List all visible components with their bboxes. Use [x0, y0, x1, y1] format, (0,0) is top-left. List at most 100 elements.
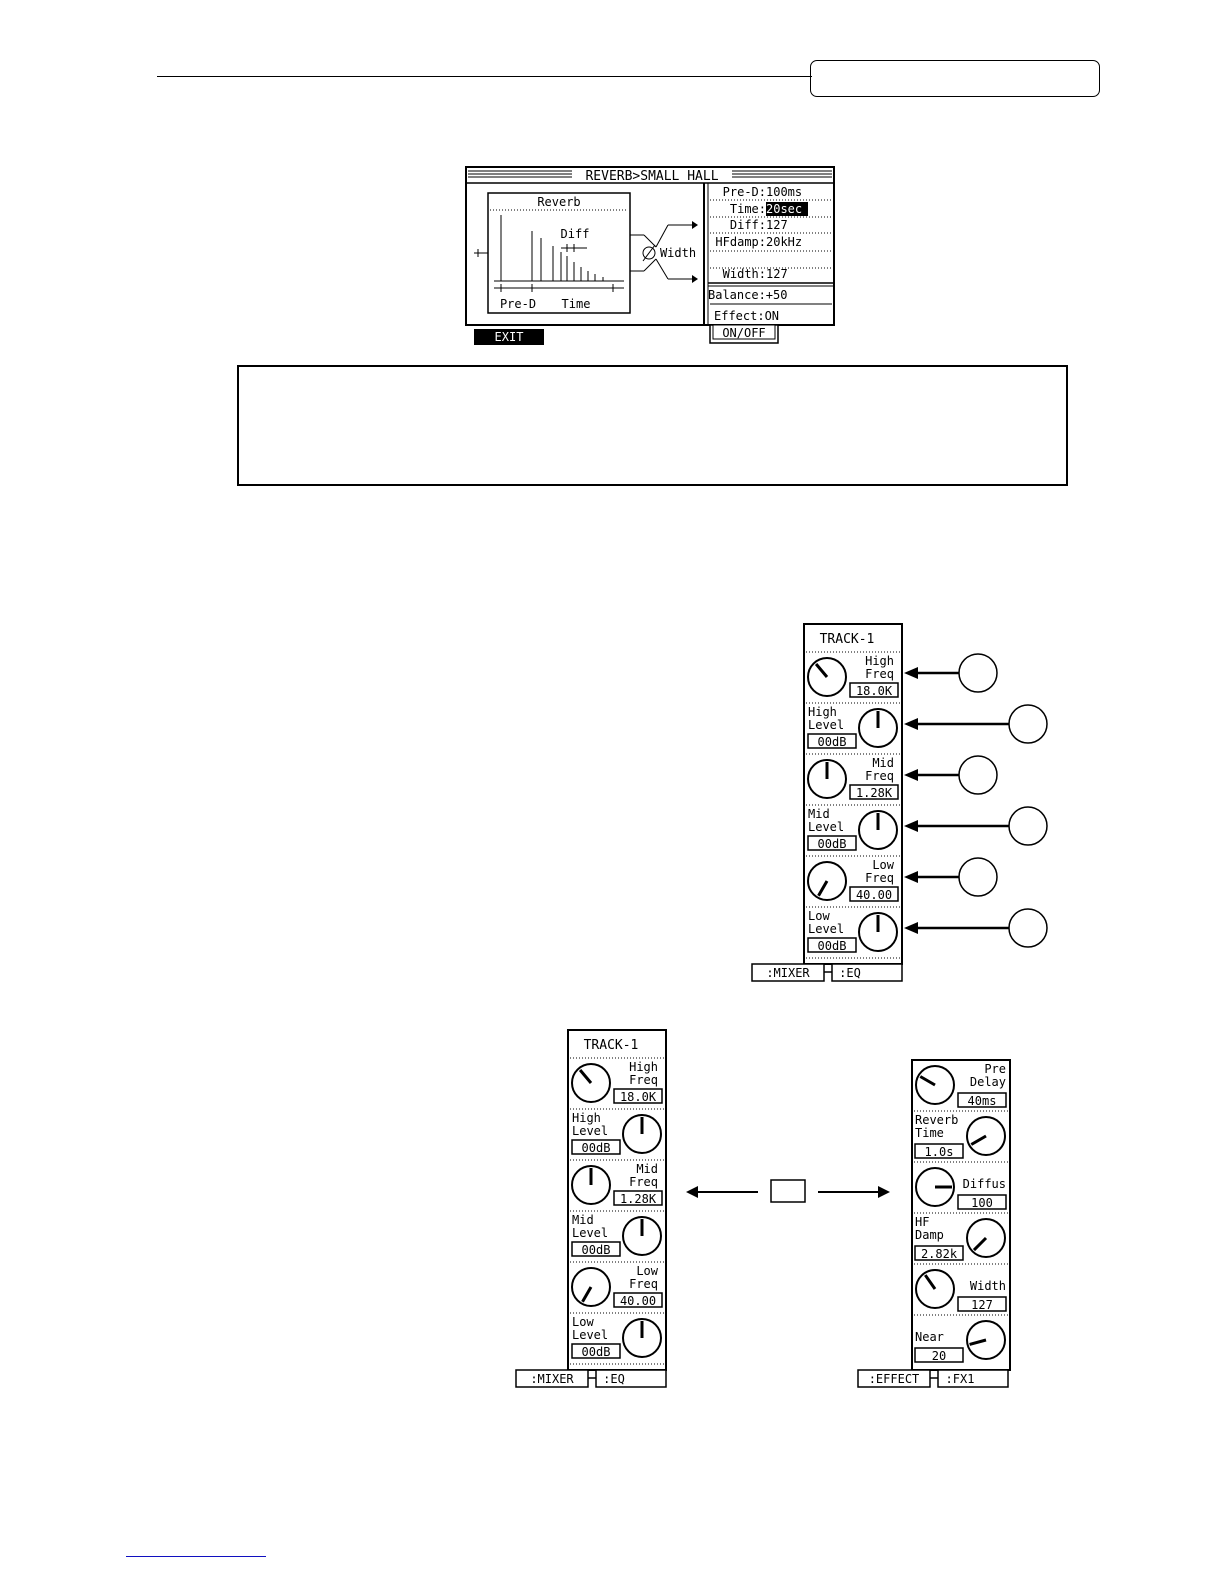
fx-label: HF — [915, 1215, 929, 1229]
title-bar-lines — [468, 170, 832, 178]
fx-row-4: Width 127 — [915, 1269, 1007, 1312]
eq-bottom-tab-eq[interactable]: :EQ — [588, 1369, 667, 1388]
eq-bottom-knob-0[interactable] — [571, 1063, 611, 1103]
eq-label: Freq — [629, 1073, 658, 1087]
eq-bottom-knob-3[interactable] — [622, 1216, 662, 1256]
param-pred-value[interactable]: 100ms — [766, 185, 802, 199]
eq-bottom-value-4[interactable]: 40.00 — [620, 1294, 656, 1308]
eq-top-value-1[interactable]: 00dB — [818, 735, 847, 749]
fx-knob-5[interactable] — [966, 1320, 1006, 1360]
fx-label: Width — [970, 1279, 1006, 1293]
eq-label: Level — [572, 1124, 608, 1138]
eq-label: Low — [572, 1315, 594, 1329]
eq-top-value-2[interactable]: 1.28K — [856, 786, 893, 800]
eq-bottom-knob-2[interactable] — [571, 1165, 611, 1205]
eq-track-title: TRACK-1 — [584, 1038, 639, 1053]
param-width-value[interactable]: 127 — [766, 267, 788, 281]
footer-link-underline[interactable] — [126, 1556, 266, 1557]
fx-value-5[interactable]: 20 — [932, 1349, 946, 1363]
tab-label: :EFFECT — [869, 1372, 920, 1386]
fx-tab-fx1[interactable]: :FX1 — [930, 1369, 1009, 1388]
eq-bottom-value-2[interactable]: 1.28K — [620, 1192, 657, 1206]
eq-top-knob-1[interactable] — [858, 708, 898, 748]
eq-bottom-value-5[interactable]: 00dB — [582, 1345, 611, 1359]
exit-button-label: EXIT — [495, 330, 524, 344]
param-width-label: Width: — [723, 267, 766, 281]
balance-value[interactable]: Balance:+50 — [708, 288, 787, 302]
param-pred-label: Pre-D: — [723, 185, 766, 199]
center-key-box — [770, 1179, 806, 1203]
fx-knob-3[interactable] — [966, 1218, 1006, 1258]
eq-top-knob-3[interactable] — [858, 810, 898, 850]
effect-value[interactable]: Effect:ON — [714, 309, 779, 323]
eq-top-knob-0[interactable] — [807, 657, 847, 697]
eq-label: High — [865, 654, 894, 668]
reverb-lcd-screen: REVERB>SMALL HALL Reverb Diff Pre-D Time — [465, 166, 835, 345]
diagram-title: Reverb — [537, 195, 580, 209]
exit-button[interactable]: EXIT — [474, 329, 544, 345]
eq-top-tab-eq[interactable]: :EQ — [824, 963, 903, 982]
eq-label: Mid — [636, 1162, 658, 1176]
eq-label: Mid — [872, 756, 894, 770]
eq-label: Level — [572, 1226, 608, 1240]
callout-1 — [904, 653, 998, 693]
eq-bottom-tab-mixer[interactable]: :MIXER — [515, 1369, 589, 1388]
onoff-button[interactable]: ON/OFF — [709, 324, 779, 344]
param-time-value[interactable]: 20sec — [766, 202, 802, 216]
eq-top-knob-4[interactable] — [807, 861, 847, 901]
param-diff-value[interactable]: 127 — [766, 218, 788, 232]
eq-label: High — [572, 1111, 601, 1125]
header-box — [810, 60, 1100, 97]
eq-bottom-knob-4[interactable] — [571, 1267, 611, 1307]
fx-knob-0[interactable] — [915, 1065, 955, 1105]
fx-value-1[interactable]: 1.0s — [925, 1145, 954, 1159]
eq-top-knob-5[interactable] — [858, 912, 898, 952]
param-hfdamp-value[interactable]: 20kHz — [766, 235, 802, 249]
callout-2 — [904, 704, 1048, 744]
fx-value-0[interactable]: 40ms — [968, 1094, 997, 1108]
eq-bottom-value-1[interactable]: 00dB — [582, 1141, 611, 1155]
eq-label: Low — [808, 909, 830, 923]
eq-label: High — [808, 705, 837, 719]
eq-bottom-value-3[interactable]: 00dB — [582, 1243, 611, 1257]
fx-value-3[interactable]: 2.82k — [921, 1247, 958, 1261]
fx-label: Pre — [984, 1062, 1006, 1076]
eq-label: Low — [636, 1264, 658, 1278]
fx-panel: PreDelay40msReverbTime1.0sDiffus100HFDam… — [857, 1059, 1011, 1388]
eq-top-value-0[interactable]: 18.0K — [856, 684, 893, 698]
tab-label: :MIXER — [766, 966, 810, 980]
eq-top-tab-mixer[interactable]: :MIXER — [751, 963, 825, 982]
fx-tab-effect[interactable]: :EFFECT — [857, 1369, 931, 1388]
eq-top-value-5[interactable]: 00dB — [818, 939, 847, 953]
eq-label: Freq — [629, 1277, 658, 1291]
eq-label: Low — [872, 858, 894, 872]
diagram-diff-label: Diff — [561, 227, 590, 241]
param-diff-label: Diff: — [730, 218, 766, 232]
eq-top-value-3[interactable]: 00dB — [818, 837, 847, 851]
fx-knob-4[interactable] — [915, 1269, 955, 1309]
eq-label: Level — [808, 718, 844, 732]
eq-label: Mid — [808, 807, 830, 821]
diagram-width-label: Width — [660, 246, 696, 260]
tab-label: :EQ — [603, 1372, 625, 1386]
fx-value-4[interactable]: 127 — [971, 1298, 993, 1312]
fx-value-2[interactable]: 100 — [971, 1196, 993, 1210]
eq-label: High — [629, 1060, 658, 1074]
eq-bottom-knob-5[interactable] — [622, 1318, 662, 1358]
fx-knob-1[interactable] — [966, 1116, 1006, 1156]
eq-top-knob-2[interactable] — [807, 759, 847, 799]
fx-knob-2[interactable] — [915, 1167, 955, 1207]
eq-top-value-4[interactable]: 40.00 — [856, 888, 892, 902]
eq-bottom-value-0[interactable]: 18.0K — [620, 1090, 657, 1104]
diagram-pred-label: Pre-D — [500, 297, 536, 311]
eq-bottom-knob-1[interactable] — [622, 1114, 662, 1154]
